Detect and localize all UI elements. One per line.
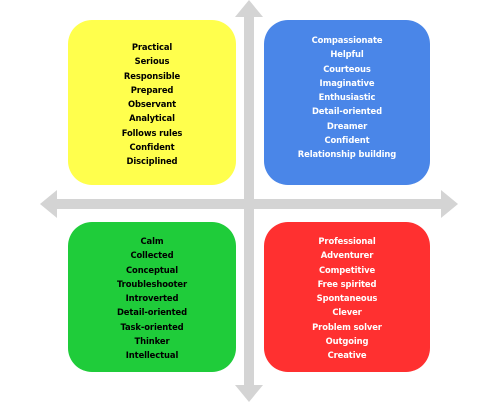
top-right-trait: Detail-oriented <box>311 106 383 117</box>
bottom-right-trait: Outgoing <box>325 336 369 347</box>
bottom-left-trait: Task-oriented <box>120 321 184 332</box>
top-right-trait: Imaginative <box>319 77 375 88</box>
arrow-down-icon <box>235 385 263 402</box>
arrow-left-icon <box>40 190 57 218</box>
arrow-up-icon <box>235 0 263 17</box>
bottom-left-trait: Detail-oriented <box>116 307 188 318</box>
top-left-trait: Responsible <box>123 70 181 81</box>
bottom-left-trait: Intellectual <box>125 350 179 361</box>
horizontal-axis <box>55 199 443 209</box>
bottom-left-trait: Collected <box>130 250 174 261</box>
top-left-trait: Analytical <box>129 113 175 124</box>
top-left-trait: Confident <box>129 142 175 153</box>
arrow-right-icon <box>441 190 458 218</box>
top-left-trait: Disciplined <box>126 156 178 167</box>
bottom-right-trait: Adventurer <box>320 250 374 261</box>
bottom-left-trait: Calm <box>140 236 164 246</box>
top-left-trait: Prepared <box>130 84 174 95</box>
bottom-left-trait: Introverted <box>125 293 179 304</box>
bottom-right-trait: Competitive <box>318 264 376 275</box>
bottom-right-trait: Free spirited <box>317 278 377 289</box>
top-right-trait: Dreamer <box>326 120 368 131</box>
top-left-trait: Observant <box>127 99 177 110</box>
top-right-trait: Courteous <box>323 63 371 74</box>
top-left-trait: Serious <box>134 56 170 67</box>
top-right-trait: Helpful <box>330 49 364 60</box>
top-right-trait: Confident <box>324 135 370 146</box>
top-left-trait: Follows rules <box>121 127 183 138</box>
top-right-trait: Compassionate <box>311 35 383 45</box>
bottom-left-trait: Conceptual <box>126 264 178 275</box>
bottom-right-trait: Creative <box>327 350 367 361</box>
top-left-trait: Practical <box>131 42 173 52</box>
top-right-trait: Enthusiastic <box>318 92 376 103</box>
top-right-trait: Relationship building <box>297 149 397 160</box>
bottom-right-trait: Clever <box>332 307 362 318</box>
bottom-left-trait: Thinker <box>134 336 170 347</box>
bottom-right-trait: Problem solver <box>312 321 382 332</box>
bottom-left-trait: Troubleshooter <box>116 278 188 289</box>
bottom-right-trait: Professional <box>318 236 376 246</box>
bottom-right-trait: Spontaneous <box>316 293 378 304</box>
